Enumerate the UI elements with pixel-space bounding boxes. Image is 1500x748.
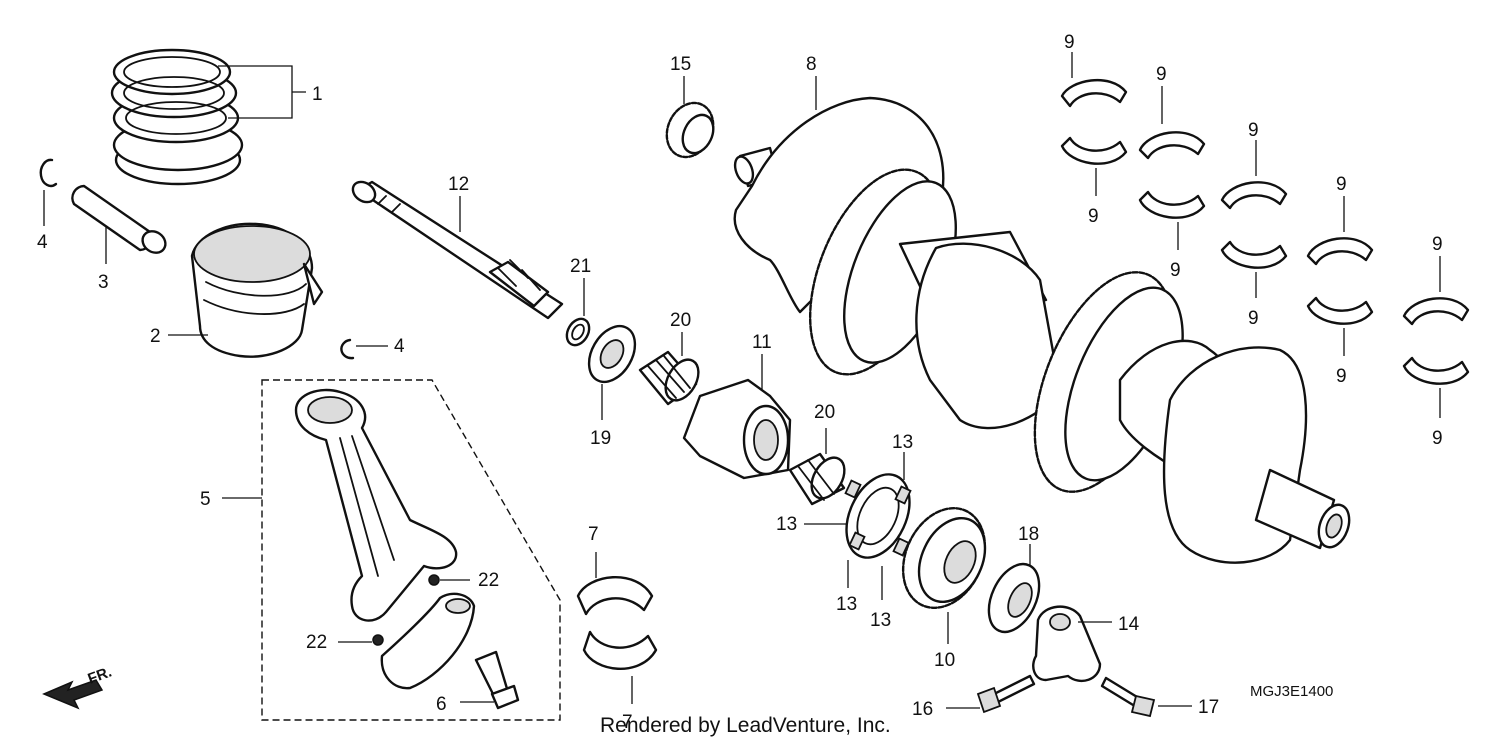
callout-13-top: 13 (892, 432, 913, 453)
piston[interactable] (190, 222, 324, 358)
callout-20-upper: 20 (670, 310, 691, 331)
callout-9-d-top: 9 (1336, 174, 1347, 195)
callout-4-upper: 4 (37, 232, 48, 253)
thrust-washer[interactable] (580, 318, 645, 390)
bearing-pair-4[interactable] (1306, 237, 1374, 325)
drawing-code: MGJ3E1400 (1250, 683, 1333, 700)
bearing-pair-2[interactable] (1138, 131, 1206, 219)
needle-bearing-upper[interactable] (638, 350, 705, 406)
callout-22-left: 22 (306, 632, 327, 653)
connecting-rod-bolt[interactable] (474, 650, 520, 710)
piston-pin[interactable] (71, 184, 169, 257)
cam-chain-tensioner-holder[interactable] (1032, 605, 1102, 683)
balancer-shaft[interactable] (349, 178, 564, 320)
callout-8: 8 (806, 54, 817, 75)
callout-7-top: 7 (588, 524, 599, 545)
callout-9-b-top: 9 (1156, 64, 1167, 85)
callout-17: 17 (1198, 697, 1219, 718)
cam-chain-sprocket[interactable] (658, 95, 722, 164)
callout-6: 6 (436, 694, 447, 715)
piston-pin-clip-lower[interactable] (340, 338, 355, 360)
callout-9-e-bottom: 9 (1432, 428, 1443, 449)
connecting-rod[interactable] (294, 388, 458, 622)
piston-rings[interactable] (110, 48, 244, 186)
callout-13-bottom-left: 13 (836, 594, 857, 615)
callout-9-e-top: 9 (1432, 234, 1443, 255)
callout-7-bottom: 7 (622, 712, 633, 733)
piston-pin-clip-upper[interactable] (39, 158, 58, 188)
callout-18: 18 (1018, 524, 1039, 545)
callout-9-c-top: 9 (1248, 120, 1259, 141)
callout-5: 5 (200, 489, 211, 510)
dowel-pin-upper[interactable] (428, 574, 440, 586)
callout-1: 1 (312, 84, 323, 105)
flange-bolt-17[interactable] (1100, 676, 1156, 718)
front-direction-arrow: FR. (42, 664, 115, 710)
connecting-rod-cap[interactable] (380, 592, 476, 690)
needle-bearing-lower[interactable] (788, 452, 851, 506)
callout-13-left: 13 (776, 514, 797, 535)
credit-text: Rendered by LeadVenture, Inc. (600, 714, 891, 737)
fr-label: FR. (86, 664, 115, 688)
callout-11: 11 (752, 332, 772, 353)
callout-9-c-bottom: 9 (1248, 308, 1259, 329)
callout-20-lower: 20 (814, 402, 835, 423)
callout-21: 21 (570, 256, 591, 277)
bearing-pair-3[interactable] (1220, 181, 1288, 269)
callout-9-d-bottom: 9 (1336, 366, 1347, 387)
callout-13-bottom-right: 13 (870, 610, 891, 631)
callout-12: 12 (448, 174, 469, 195)
callout-4-lower: 4 (394, 336, 405, 357)
callout-9-a-top: 9 (1064, 32, 1075, 53)
primary-drive-gear[interactable] (888, 495, 1001, 621)
callout-2: 2 (150, 326, 161, 347)
bearing-pair-1[interactable] (1060, 78, 1128, 165)
callout-16: 16 (912, 699, 933, 720)
thin-washer[interactable] (562, 315, 593, 349)
callout-9-a-bottom: 9 (1088, 206, 1099, 227)
callout-9-b-bottom: 9 (1170, 260, 1181, 281)
callout-15: 15 (670, 54, 691, 75)
balancer-bearing-pair[interactable] (576, 576, 658, 670)
balancer-weight[interactable] (682, 378, 792, 480)
callout-14: 14 (1118, 614, 1140, 635)
callout-19: 19 (590, 428, 611, 449)
crankshaft[interactable] (732, 96, 1355, 564)
flange-bolt-16[interactable] (976, 674, 1036, 714)
connecting-rod-assembly-box (261, 379, 561, 721)
gear-washer[interactable] (979, 556, 1049, 640)
callout-22-right: 22 (478, 570, 499, 591)
dowel-pin-lower[interactable] (372, 634, 384, 646)
bearing-pair-5[interactable] (1402, 297, 1470, 385)
callout-3: 3 (98, 272, 109, 293)
roller-bearing-ring[interactable] (834, 464, 922, 567)
callout-10: 10 (934, 650, 955, 671)
